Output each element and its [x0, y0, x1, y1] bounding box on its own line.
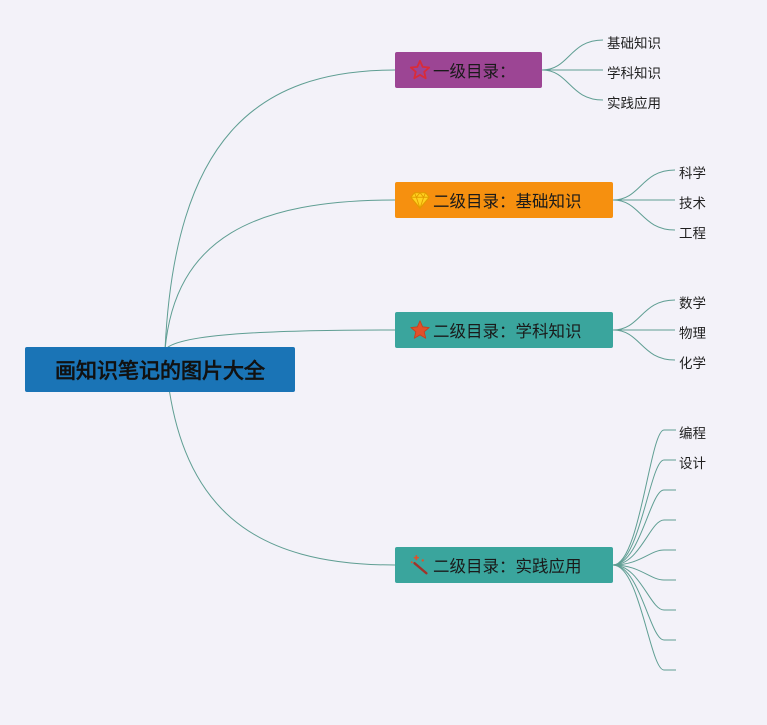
branch0-leaf-connector	[541, 69, 604, 101]
leaf-practical-application[interactable]: 实践应用	[607, 96, 661, 112]
leaf-design[interactable]: 设计	[679, 456, 706, 472]
branch-level1-directory[interactable]: 一级目录：	[395, 52, 542, 88]
star-outline-icon	[409, 59, 431, 80]
leaf-engineering[interactable]: 工程	[679, 226, 706, 242]
root-branch-connector	[164, 329, 396, 351]
branch3-leaf-connector	[612, 459, 676, 566]
branch3-leaf-connector	[612, 564, 676, 581]
leaf-technology[interactable]: 技术	[679, 196, 706, 212]
root-branch-connector	[164, 69, 396, 351]
leaf-programming[interactable]: 编程	[679, 426, 706, 442]
branch2-leaf-connector	[612, 329, 676, 361]
leaf-subject-knowledge[interactable]: 学科知识	[607, 66, 661, 82]
leaf-math[interactable]: 数学	[679, 296, 706, 312]
branch2-leaf-connector	[612, 299, 676, 331]
root-branch-connector	[164, 199, 396, 351]
branch-label: 二级目录：学科知识	[433, 322, 582, 341]
leaf-basic-knowledge[interactable]: 基础知识	[607, 36, 661, 52]
branch-subject-knowledge[interactable]: 二级目录：学科知识	[395, 312, 613, 348]
branch-label: 二级目录：基础知识	[433, 192, 582, 211]
diamond-icon	[410, 191, 430, 210]
branch3-leaf-connector	[612, 564, 676, 641]
branch1-leaf-connector	[612, 199, 676, 231]
branch1-leaf-connector	[612, 169, 676, 201]
branch-label: 二级目录：实践应用	[433, 557, 582, 576]
branch-basic-knowledge[interactable]: 二级目录：基础知识	[395, 182, 613, 218]
branch3-leaf-connector	[612, 564, 676, 671]
branch3-leaf-connector	[612, 549, 676, 566]
star-filled-icon	[410, 320, 430, 339]
leaf-science[interactable]: 科学	[679, 166, 706, 182]
root-node[interactable]: 画知识笔记的图片大全	[25, 347, 295, 392]
root-label: 画知识笔记的图片大全	[55, 358, 265, 383]
leaf-physics[interactable]: 物理	[679, 326, 706, 342]
branch3-leaf-connector	[612, 564, 676, 611]
leaf-chemistry[interactable]: 化学	[679, 356, 706, 372]
branch-label: 一级目录：	[433, 62, 516, 81]
branch0-leaf-connector	[541, 39, 604, 71]
branch3-leaf-connector	[612, 519, 676, 566]
root-branch-connector	[164, 349, 396, 566]
branch3-leaf-connector	[612, 489, 676, 566]
branch-practical-application[interactable]: 二级目录：实践应用	[395, 547, 613, 583]
magic-wand-icon	[410, 555, 428, 575]
branch3-leaf-connector	[612, 429, 676, 566]
